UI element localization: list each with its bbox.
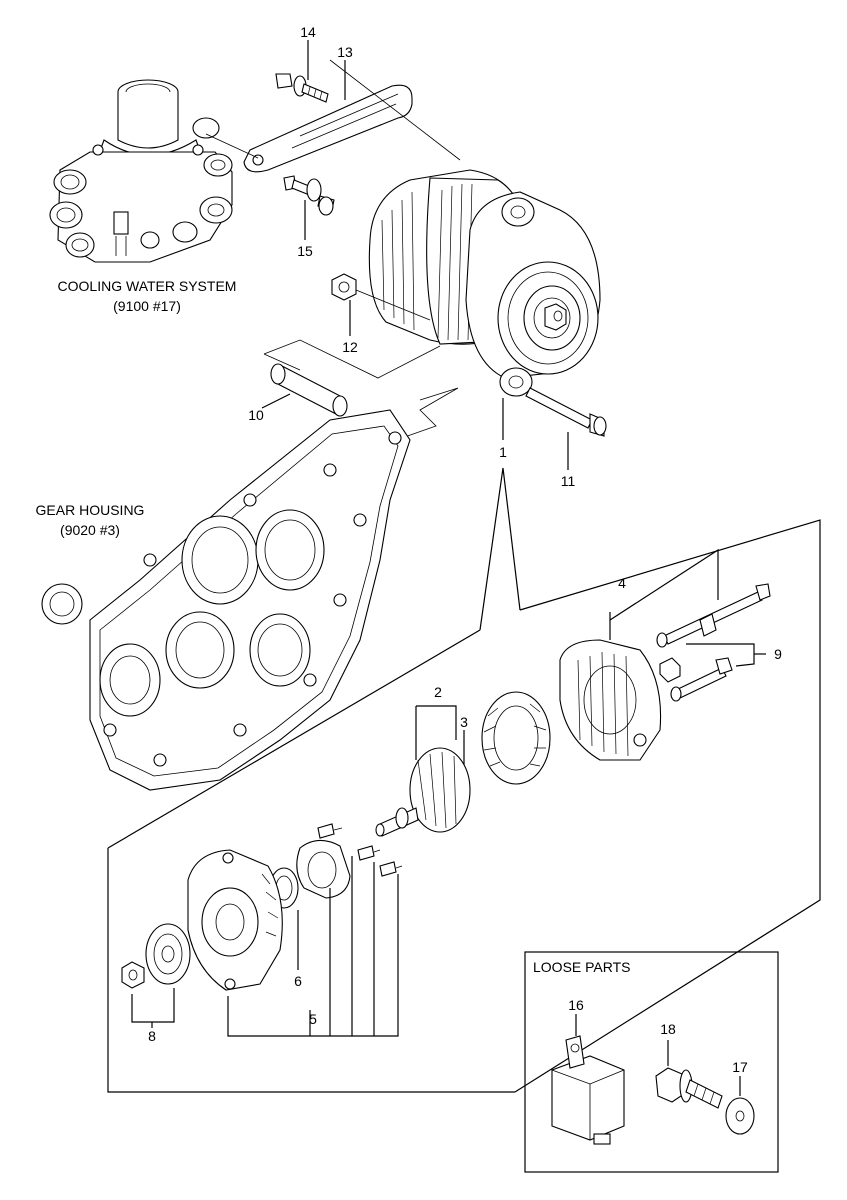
loose-parts-title: LOOSE PARTS bbox=[533, 959, 631, 975]
adjusting-bracket bbox=[243, 84, 413, 173]
through-bolt-11 bbox=[525, 387, 607, 437]
plate-screws bbox=[317, 823, 403, 877]
stator-3 bbox=[481, 691, 551, 785]
bolt-18 bbox=[655, 1067, 723, 1109]
callout-17: 17 bbox=[732, 1059, 748, 1075]
gear-housing-title: GEAR HOUSING bbox=[36, 502, 145, 518]
callout-12: 12 bbox=[342, 339, 358, 355]
alternator-assembly bbox=[368, 169, 601, 397]
cover-bolts bbox=[656, 583, 771, 702]
callout-5: 5 bbox=[309, 1011, 317, 1027]
exploded-frame-left bbox=[107, 629, 481, 849]
washer-17 bbox=[725, 1097, 755, 1135]
rear-cover-4 bbox=[559, 639, 662, 761]
cooling-water-system-ref: (9100 #17) bbox=[113, 298, 181, 314]
callout-10: 10 bbox=[248, 407, 264, 423]
callout-15: 15 bbox=[297, 243, 313, 259]
callout-13: 13 bbox=[337, 44, 353, 60]
gear-housing-ref: (9020 #3) bbox=[60, 522, 120, 538]
nut-12 bbox=[331, 273, 357, 301]
callout-18: 18 bbox=[660, 1021, 676, 1037]
callout-14: 14 bbox=[300, 24, 316, 40]
exploded-frame-bottom bbox=[107, 848, 515, 1093]
thermostat-housing bbox=[49, 79, 233, 263]
callout-3: 3 bbox=[460, 714, 468, 730]
callout-2: 2 bbox=[434, 684, 442, 700]
gear-housing bbox=[41, 409, 411, 791]
cooling-water-system-title: COOLING WATER SYSTEM bbox=[58, 278, 237, 294]
front-cover bbox=[187, 849, 283, 991]
loose-parts-box bbox=[524, 951, 779, 1173]
callout-8: 8 bbox=[148, 1028, 156, 1044]
callout-6: 6 bbox=[294, 973, 302, 989]
callout-16: 16 bbox=[568, 997, 584, 1013]
callout-1: 1 bbox=[499, 444, 507, 460]
callout-9: 9 bbox=[774, 646, 782, 662]
relay-16 bbox=[551, 1035, 625, 1145]
exploded-frame-right bbox=[514, 519, 821, 1093]
pulley-8 bbox=[121, 923, 191, 989]
bolt-14 bbox=[275, 73, 329, 103]
bolt-15 bbox=[283, 175, 335, 216]
callout-4: 4 bbox=[618, 575, 626, 591]
rotor-2 bbox=[375, 747, 471, 837]
callout-11: 11 bbox=[561, 473, 576, 489]
collar-10 bbox=[270, 363, 348, 417]
bearing-plate bbox=[296, 839, 351, 899]
